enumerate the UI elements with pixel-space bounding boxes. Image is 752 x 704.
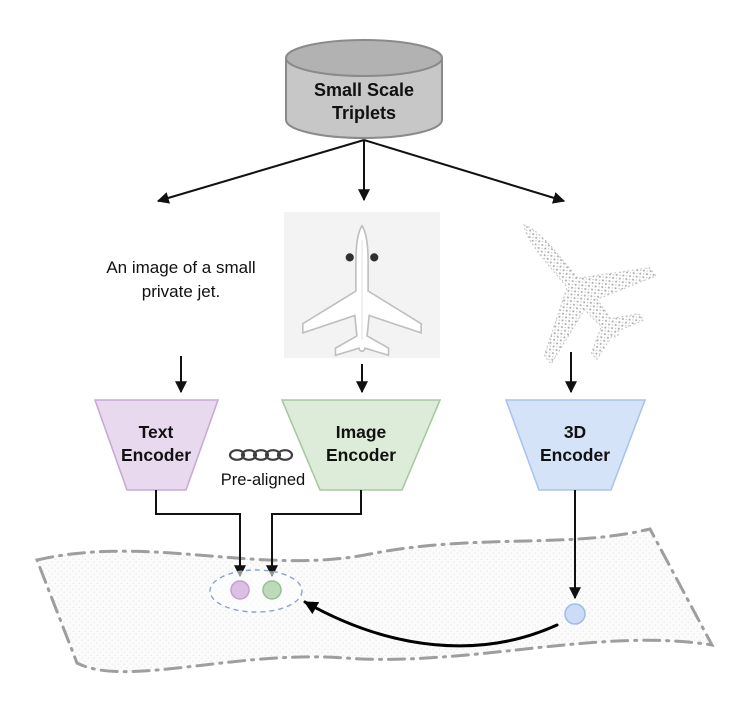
database-cylinder: Small Scale Triplets [285, 39, 443, 139]
pre-aligned-label: Pre-aligned [221, 471, 305, 489]
encoder-3d-label-line1: 3D [564, 422, 586, 442]
image-encoder-label-line2: Encoder [326, 445, 396, 465]
airplane-point-cloud [523, 224, 657, 365]
database-cylinder-top [285, 39, 443, 77]
embedding-space-surface [34, 527, 715, 674]
encoder-3d-shape [504, 399, 647, 491]
image-encoder-shape [280, 399, 442, 491]
airplane-image [302, 224, 422, 357]
alignment-ellipse [209, 569, 303, 613]
text-encoder-label-line1: Text [139, 422, 174, 442]
arrow-db-to-3d [363, 139, 566, 204]
database-label-line1: Small Scale [314, 80, 414, 100]
chain-icon [228, 449, 294, 461]
image-encoder-label-line1: Image [336, 422, 387, 442]
encoder-3d: 3D Encoder [504, 399, 647, 491]
connector-image-encoder-to-dot [266, 490, 362, 578]
image-embedding-dot [262, 580, 282, 600]
database-cylinder-body [285, 58, 443, 139]
encoder-3d-label-line2: Encoder [540, 445, 610, 465]
text-embedding-dot [230, 580, 250, 600]
embedding-dot-3d [564, 603, 586, 625]
image-encoder: Image Encoder [280, 399, 442, 491]
arrow-3d-to-aligned [303, 600, 559, 648]
airplane-image-panel [284, 212, 440, 358]
text-sample-line1: An image of a small [106, 258, 255, 277]
arrow-db-to-text [156, 139, 365, 204]
text-sample: An image of a small private jet. [106, 258, 255, 301]
text-encoder-shape [93, 399, 220, 491]
connector-text-encoder-to-dot [155, 490, 246, 578]
text-encoder-label-line2: Encoder [121, 445, 191, 465]
text-encoder: Text Encoder [93, 399, 220, 491]
text-sample-line2: private jet. [142, 282, 220, 301]
database-label-line2: Triplets [332, 103, 396, 123]
